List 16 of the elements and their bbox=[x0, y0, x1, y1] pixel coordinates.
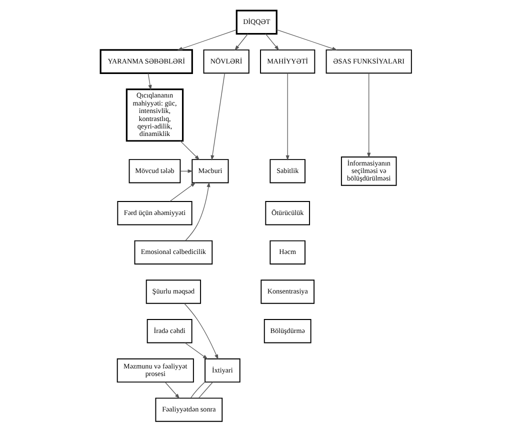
arrow bbox=[176, 30, 236, 50]
arrow bbox=[210, 72, 225, 160]
arrow bbox=[169, 182, 196, 202]
connector bbox=[190, 382, 205, 398]
arrow bbox=[184, 342, 208, 360]
arrow bbox=[184, 182, 210, 241]
arrow bbox=[264, 34, 279, 51]
arrow bbox=[147, 72, 152, 90]
arrow bbox=[366, 72, 370, 158]
arrow bbox=[234, 34, 248, 51]
connector bbox=[198, 382, 213, 398]
arrow bbox=[276, 29, 337, 50]
arrow bbox=[164, 382, 180, 399]
arrow bbox=[179, 140, 200, 160]
arrow bbox=[285, 72, 289, 160]
arrow bbox=[184, 303, 218, 360]
